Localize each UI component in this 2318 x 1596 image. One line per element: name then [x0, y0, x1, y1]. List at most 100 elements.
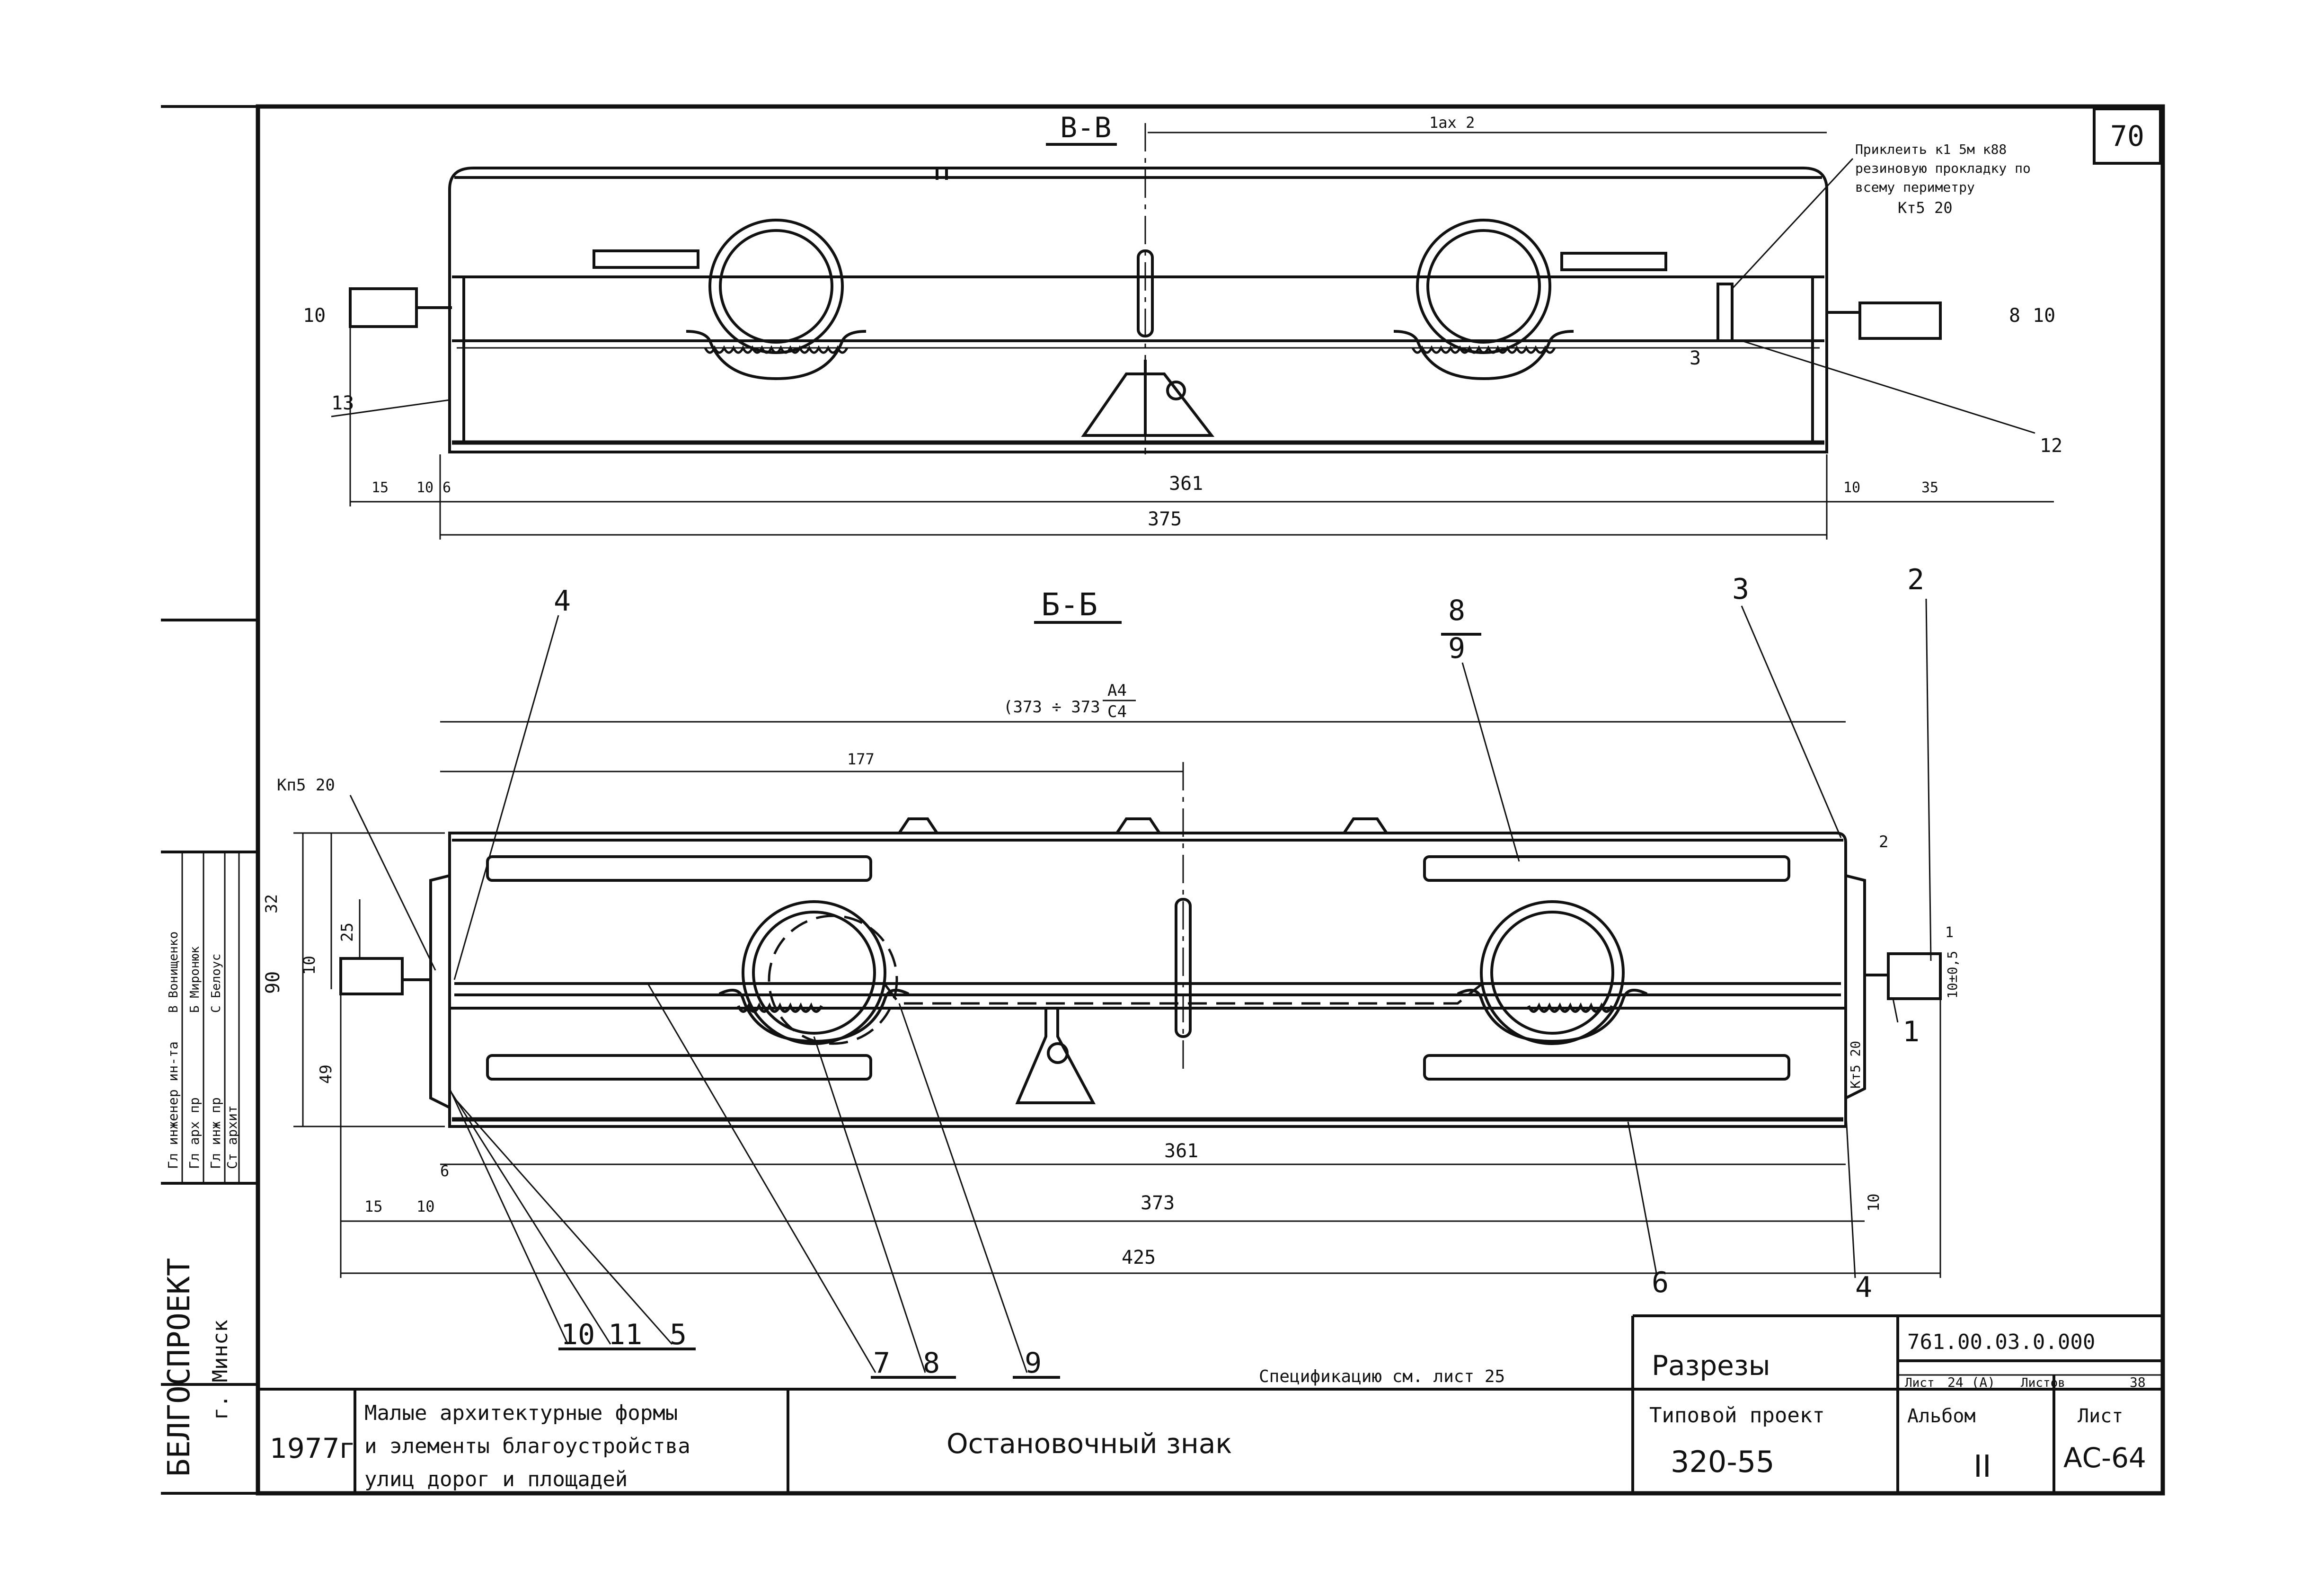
dim-2: 2: [1879, 833, 1888, 851]
product-name: Остановочный знак: [947, 1428, 1232, 1460]
dim-90: 90: [262, 971, 284, 994]
slot-top-left: [486, 855, 872, 882]
top-dim-10: 10: [303, 305, 326, 327]
fraction-top: А4: [1107, 681, 1127, 700]
overall-note: (373 ÷ 373: [1003, 698, 1100, 717]
callout-3: 3: [1732, 573, 1749, 606]
dim-361: 361: [1164, 1140, 1198, 1162]
callout-4a: 4: [554, 585, 571, 618]
top-tab-right: [1858, 301, 1942, 340]
bottom-housing: [448, 832, 1847, 1128]
callout-9: 9: [1448, 632, 1465, 665]
stamp-row-4: Ст архит: [224, 1105, 240, 1169]
dim-10r: 10±0,5: [1945, 951, 1960, 999]
type-project-value: 320-55: [1671, 1445, 1775, 1479]
bottom-lamp-left: [742, 900, 886, 1045]
stamp-row-2: Гл арх пр: [186, 1097, 202, 1169]
top-dim-6: 6: [442, 479, 451, 496]
stamp-city: г. Минск: [208, 1320, 232, 1420]
callout-8b: 8: [923, 1347, 940, 1380]
top-dim-35: 35: [1921, 479, 1938, 496]
top-dim-10b: 10: [2033, 305, 2055, 327]
weld-symbol-right: Кт5 20: [1848, 1041, 1863, 1089]
sheet-frame: 70: [161, 104, 2165, 1496]
weld-symbol-left: Кп5 20: [277, 776, 335, 795]
page-number: 70: [2110, 120, 2144, 153]
callout-9b: 9: [1025, 1347, 1042, 1380]
dim-1: 1: [1945, 924, 1954, 941]
top-dim-8: 8: [2009, 305, 2020, 327]
callout-5: 5: [670, 1318, 687, 1351]
stamp-name-2: Б Миронюк: [188, 946, 202, 1013]
top-center-bolt: [1137, 249, 1154, 337]
spec-note: Спецификацию см. лист 25: [1259, 1367, 1505, 1386]
side-stamp: Гл инженер ин-та Гл арх пр Гл инж пр Ст …: [161, 619, 258, 1477]
stamp-row-1: Гл инженер ин-та: [165, 1041, 181, 1169]
bottom-bracket: [1015, 1008, 1096, 1104]
callout-4b: 4: [1855, 1271, 1872, 1304]
top-slot-left: [593, 249, 699, 269]
stamp-row-3: Гл инж пр: [208, 1097, 223, 1169]
bottom-lamp-right: [1480, 900, 1625, 1045]
callout-8: 8: [1448, 594, 1465, 627]
fraction-bottom: С4: [1107, 702, 1127, 721]
callout-12: 12: [2040, 435, 2062, 457]
sheets-value: 38: [2130, 1374, 2146, 1390]
top-slot-right: [1560, 252, 1667, 271]
dim-177: 177: [847, 750, 875, 768]
dim-10c: 10: [1865, 1193, 1883, 1212]
dim-49: 49: [317, 1064, 336, 1084]
top-note-line3: всему периметру: [1855, 179, 1975, 195]
slot-top-right: [1423, 855, 1790, 882]
bottom-tab-right: [1887, 952, 1942, 1000]
callout-2: 2: [1907, 563, 1924, 596]
section-bottom-title: Б-Б: [1041, 586, 1097, 623]
top-tab-left: [349, 287, 418, 328]
album-value: II: [1973, 1449, 1991, 1484]
album-label: Альбом: [1907, 1405, 1976, 1427]
dim-10: 10: [300, 956, 319, 975]
page-number-box: [2093, 107, 2162, 165]
dim-425: 425: [1122, 1247, 1156, 1268]
top-bracket: [1144, 360, 1215, 437]
doc-code: 761.00.03.0.000: [1907, 1330, 2095, 1354]
slot-bottom-left: [486, 1054, 872, 1081]
dim-373: 373: [1141, 1192, 1175, 1214]
stamp-name-3: С Белоус: [209, 954, 223, 1013]
callout-6: 6: [1652, 1266, 1669, 1299]
top-dim-3: 3: [1690, 347, 1701, 369]
stamp-name-1: В Вонищенко: [167, 931, 181, 1013]
dim-32: 32: [262, 894, 281, 913]
top-weld-symbol: Кт5 20: [1898, 199, 1953, 217]
top-gasket: [1716, 283, 1734, 342]
callout-7: 7: [873, 1347, 890, 1380]
top-note-line2: резиновую прокладку по: [1855, 160, 2031, 176]
list-value: АС-64: [2063, 1442, 2146, 1474]
sheet-value: 24 (А): [1947, 1374, 1995, 1390]
title-block: Спецификацию см. лист 25 Разрезы 761.00.…: [258, 1314, 2163, 1493]
top-lamp-left: [708, 219, 844, 354]
callout-10: 10: [561, 1318, 595, 1351]
dim-25: 25: [338, 922, 357, 942]
callout-11: 11: [608, 1318, 642, 1351]
project-line-1: Малые архитектурные формы: [364, 1401, 678, 1425]
top-note-line1: Приклеить к1 5м к88: [1855, 142, 2007, 157]
dim-15: 15: [364, 1197, 383, 1215]
sheet-label: Лист: [1905, 1376, 1935, 1390]
top-lamp-right: [1416, 219, 1551, 354]
slot-bottom-right: [1423, 1054, 1790, 1081]
top-dim-15: 15: [372, 479, 389, 496]
section-top-title: В-В: [1060, 111, 1111, 144]
year: 1977г: [270, 1432, 354, 1464]
top-dim-10d: 10: [1843, 479, 1860, 496]
top-dim-375: 375: [1148, 508, 1182, 530]
sheets-label: Листов: [2021, 1376, 2065, 1390]
project-line-3: улиц дорог и площадей: [364, 1467, 628, 1491]
dim-6: 6: [440, 1162, 449, 1180]
sheet-title: Разрезы: [1652, 1349, 1770, 1382]
dim-10b: 10: [416, 1197, 435, 1215]
callout-1: 1: [1902, 1015, 1920, 1048]
stamp-org: БЕЛГОСПРОЕКТ: [162, 1258, 197, 1477]
